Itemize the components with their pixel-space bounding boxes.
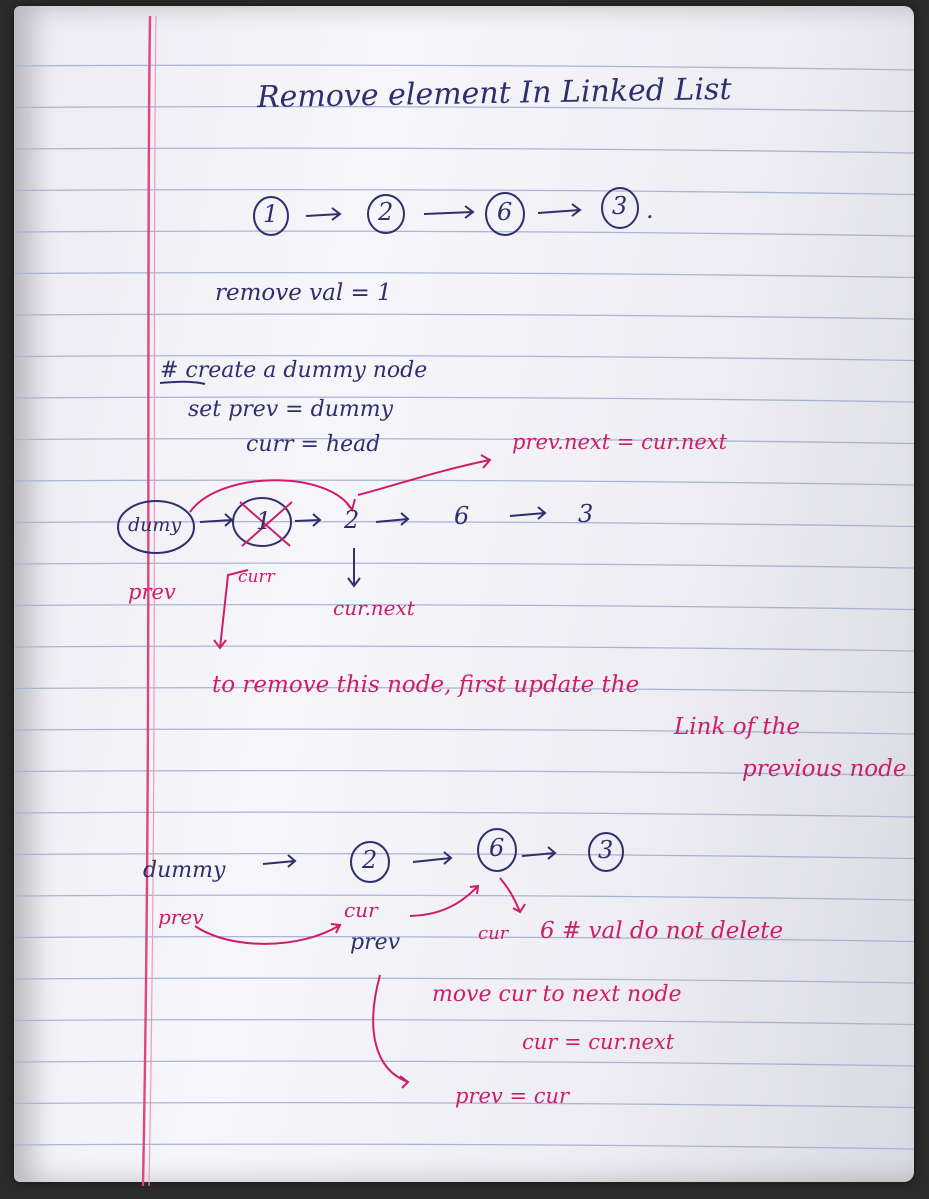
rule-line: [14, 728, 914, 735]
cur-next-label: cur.next: [333, 596, 415, 620]
dummy-node-circle: [117, 500, 195, 554]
link-arrow: [357, 454, 492, 496]
explanation-line-1: to remove this node, first update the: [212, 672, 640, 698]
node-label: 2: [362, 846, 378, 874]
node-circle-2b: [350, 841, 390, 883]
move-cur-line: move cur to next node: [432, 982, 682, 1007]
node-circle-6b: [477, 828, 517, 872]
arrow: [509, 506, 547, 520]
explanation-line-2: Link of the: [674, 714, 801, 740]
rule-line: [14, 354, 914, 362]
node-label: 2: [378, 198, 394, 226]
node-circle-2: [367, 194, 405, 234]
node-circle-3: [601, 187, 639, 229]
rule-line: [14, 64, 914, 71]
node-label: 6: [497, 198, 513, 226]
node-circle-6: [485, 192, 525, 236]
node-label: 1: [263, 200, 279, 228]
rule-line: [14, 977, 914, 984]
node-label: 3: [578, 500, 594, 528]
link-update-formula: prev.next = cur.next: [512, 430, 728, 454]
rule-line: [14, 769, 914, 777]
arrow: [294, 513, 322, 527]
rule-line: [14, 852, 914, 860]
cur-to-6-arrow: [409, 884, 480, 917]
rule-line: [14, 105, 914, 113]
prev-label: prev: [128, 580, 176, 604]
margin-line: [141, 15, 152, 1187]
rule-line: [14, 230, 914, 237]
rule-line: [14, 935, 914, 943]
skip-arrow: [189, 479, 356, 513]
arrow: [262, 854, 297, 868]
removed-node-label: 1: [256, 507, 272, 535]
cur-label-3: cur: [478, 923, 509, 944]
step-set-prev: set prev = dummy: [188, 397, 394, 422]
step-curr-head: curr = head: [246, 432, 381, 457]
rule-line: [14, 188, 914, 196]
curr-label: curr: [238, 567, 275, 587]
node-label: 6: [489, 834, 505, 862]
rule-line: [14, 645, 914, 652]
node-label: 3: [612, 192, 628, 220]
node-circle-3b: [588, 832, 624, 872]
node-label: 6: [454, 502, 470, 530]
rule-line: [14, 147, 914, 154]
step-create-dummy: # create a dummy node: [160, 358, 428, 383]
arrow: [537, 203, 582, 217]
node-label: 2: [344, 506, 360, 534]
prev-to-cur-arrow: [194, 923, 342, 945]
cur-label-2: cur: [344, 898, 378, 922]
arrow: [412, 851, 453, 865]
arrow: [199, 513, 234, 527]
arrow: [521, 846, 557, 860]
rule-line: [14, 894, 914, 901]
cross-out-1: [239, 501, 293, 547]
rule-line: [14, 479, 914, 486]
rule-line: [14, 520, 914, 528]
assign-cur-line: cur = cur.next: [522, 1030, 675, 1054]
removed-node-circle: [232, 497, 292, 547]
keep-node-note: 6 # val do not delete: [540, 918, 784, 944]
assign-prev-line: prev = cur: [455, 1084, 570, 1108]
trailing-dot: .: [646, 196, 654, 224]
arrow: [375, 512, 410, 526]
down-arrow: [347, 548, 361, 588]
rule-line: [14, 271, 914, 279]
curr-bracket: [213, 569, 249, 650]
prev-label-3: prev: [350, 930, 401, 955]
rule-line: [14, 562, 914, 569]
rule-line: [14, 603, 914, 611]
node-label: 3: [598, 836, 614, 864]
rule-line: [14, 686, 914, 694]
notebook-page: [14, 6, 914, 1182]
rule-line: [14, 313, 914, 320]
ruled-lines: [14, 64, 914, 1150]
dummy-node-label: dumy: [128, 514, 182, 536]
node-circle-1: [253, 196, 289, 236]
rule-line: [14, 811, 914, 818]
prev-bracket: [372, 974, 410, 1089]
remove-val-label: remove val = 1: [215, 280, 392, 306]
six-down-arrow: [499, 877, 526, 914]
arrow: [423, 205, 475, 219]
dummy-label-2: dummy: [143, 858, 226, 883]
rule-line: [14, 437, 914, 445]
rule-line: [14, 396, 914, 403]
prev-label-2: prev: [158, 905, 204, 929]
explanation-line-3: previous node: [742, 756, 907, 782]
arrow: [305, 207, 342, 221]
